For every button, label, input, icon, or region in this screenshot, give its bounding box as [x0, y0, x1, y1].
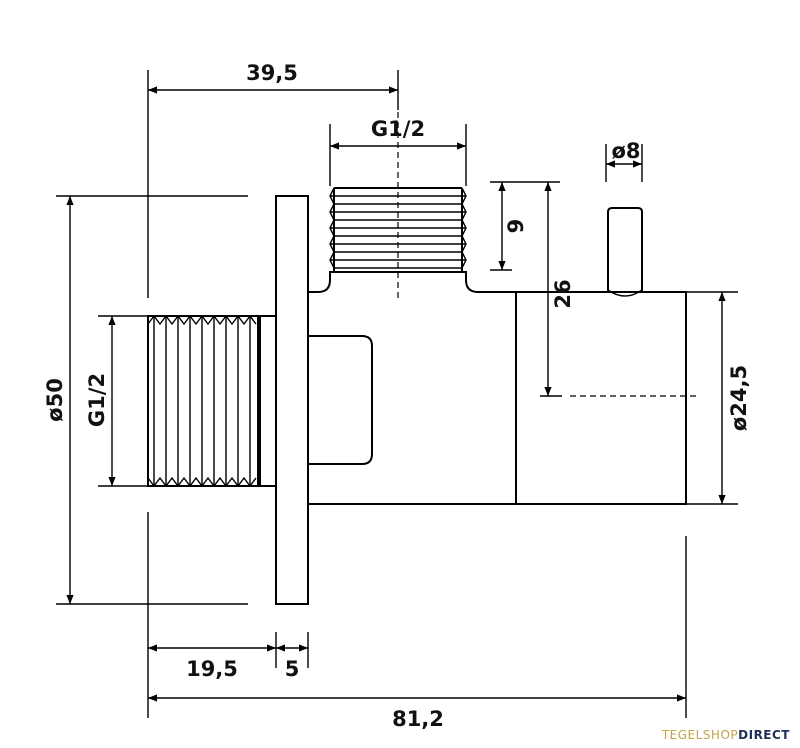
label-center-height: 26: [551, 279, 575, 308]
dimension-lines: [66, 86, 726, 702]
left-thread-body: [147, 315, 261, 487]
watermark-part1: TEGELSHOP: [661, 728, 739, 742]
center-lines: [397, 112, 700, 397]
top-thread: [329, 187, 467, 272]
dimension-labels: 39,5 G1/2 ø8 9 26 ø50 G1/2 ø24,5 19,5 5 …: [43, 61, 751, 731]
left-thread-teeth: [147, 314, 257, 488]
valve-outline: [147, 187, 687, 605]
label-thread-length: 19,5: [186, 657, 238, 681]
label-left-thread: G1/2: [85, 373, 109, 427]
watermark-part2: DIRECT: [738, 728, 790, 742]
valve-stem: [607, 207, 643, 297]
label-top-width: 39,5: [246, 61, 298, 85]
extension-lines: [56, 70, 738, 718]
watermark-logo: TEGELSHOPDIRECT: [662, 728, 790, 742]
housing-flat: [308, 335, 373, 465]
label-total-length: 81,2: [392, 707, 444, 731]
thread-collar: [257, 315, 277, 487]
label-top-height: 9: [504, 219, 528, 234]
label-body-diameter: ø24,5: [727, 365, 751, 431]
label-flange-diameter: ø50: [43, 378, 67, 422]
valve-housing: [308, 271, 687, 505]
wall-flange: [275, 195, 309, 605]
label-top-thread: G1/2: [371, 117, 425, 141]
label-flange-thickness: 5: [285, 657, 300, 681]
label-stem-diameter: ø8: [611, 139, 640, 163]
